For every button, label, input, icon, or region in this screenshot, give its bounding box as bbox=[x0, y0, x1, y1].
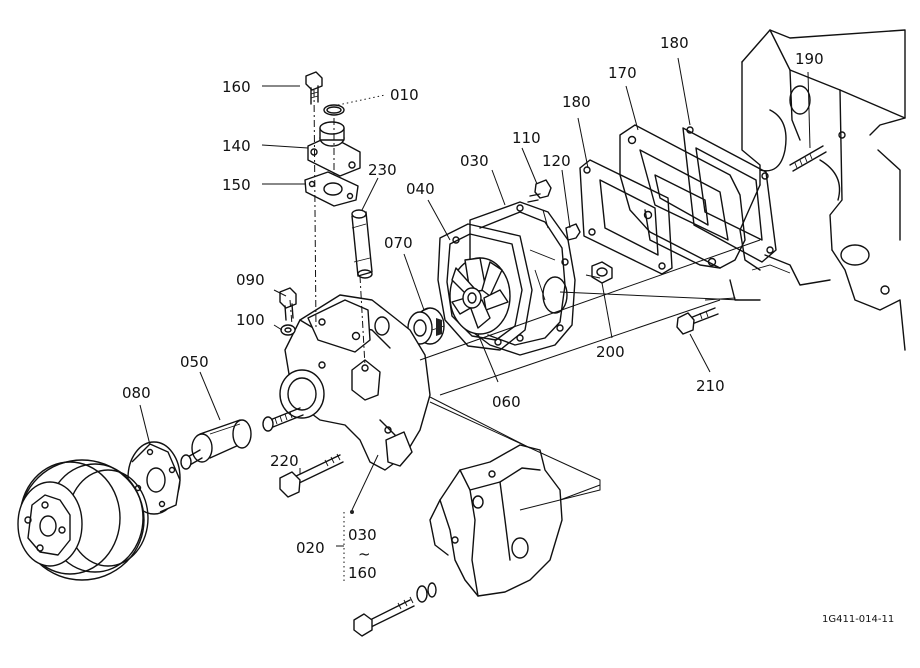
bracket-bolt bbox=[353, 582, 437, 637]
label-120: 120 bbox=[542, 152, 571, 170]
label-190: 190 bbox=[795, 50, 824, 68]
label-090: 090 bbox=[236, 271, 265, 289]
label-070: 070 bbox=[384, 234, 413, 252]
assembly-lines bbox=[289, 89, 761, 511]
bolt-160 bbox=[305, 71, 323, 105]
label-010: 010 bbox=[390, 86, 419, 104]
label-030-top: 030 bbox=[460, 152, 489, 170]
label-150: 150 bbox=[222, 176, 251, 194]
label-160: 160 bbox=[222, 78, 251, 96]
bearing-050 bbox=[180, 407, 304, 470]
label-080: 080 bbox=[122, 384, 151, 402]
label-200: 200 bbox=[596, 343, 625, 361]
stud-190 bbox=[789, 145, 827, 172]
leader-lines bbox=[139, 57, 811, 584]
flange-080 bbox=[127, 441, 181, 515]
fan-pulley bbox=[17, 459, 149, 581]
label-100: 100 bbox=[236, 311, 265, 329]
part-labels: 160 010 140 150 230 030 110 120 180 170 … bbox=[122, 34, 824, 582]
impeller-060 bbox=[449, 257, 511, 335]
bolt-120 bbox=[565, 223, 581, 241]
outlet-flange-140 bbox=[307, 121, 361, 177]
label-140: 140 bbox=[222, 137, 251, 155]
label-220: 220 bbox=[270, 452, 299, 470]
label-170: 170 bbox=[608, 64, 637, 82]
label-210: 210 bbox=[696, 377, 725, 395]
pipe-230 bbox=[351, 209, 373, 279]
bolt-090 bbox=[279, 287, 297, 321]
bolt-110 bbox=[527, 179, 552, 203]
label-range-tilde: ~ bbox=[358, 545, 371, 563]
gasket-180-rear bbox=[682, 126, 777, 263]
label-060: 060 bbox=[492, 393, 521, 411]
plug-200 bbox=[591, 261, 613, 284]
washer-100 bbox=[280, 324, 296, 336]
engine-block bbox=[729, 29, 906, 351]
bolt-210 bbox=[676, 307, 719, 335]
label-160-range-end: 160 bbox=[348, 564, 377, 582]
label-230: 230 bbox=[368, 161, 397, 179]
o-ring-010 bbox=[323, 104, 345, 116]
pump-body-020 bbox=[279, 294, 431, 471]
mounting-bracket bbox=[429, 444, 563, 597]
bolt-220 bbox=[279, 453, 344, 498]
drawing-reference-code: 1G411-014-11 bbox=[822, 614, 894, 625]
adapter-170 bbox=[619, 124, 746, 269]
gasket-180-front bbox=[579, 159, 673, 275]
label-050: 050 bbox=[180, 353, 209, 371]
gasket-150 bbox=[304, 171, 359, 207]
label-030-range-start: 030 bbox=[348, 526, 377, 544]
label-110: 110 bbox=[512, 129, 541, 147]
label-180-rear: 180 bbox=[660, 34, 689, 52]
label-020: 020 bbox=[296, 539, 325, 557]
label-180-front: 180 bbox=[562, 93, 591, 111]
label-040: 040 bbox=[406, 180, 435, 198]
